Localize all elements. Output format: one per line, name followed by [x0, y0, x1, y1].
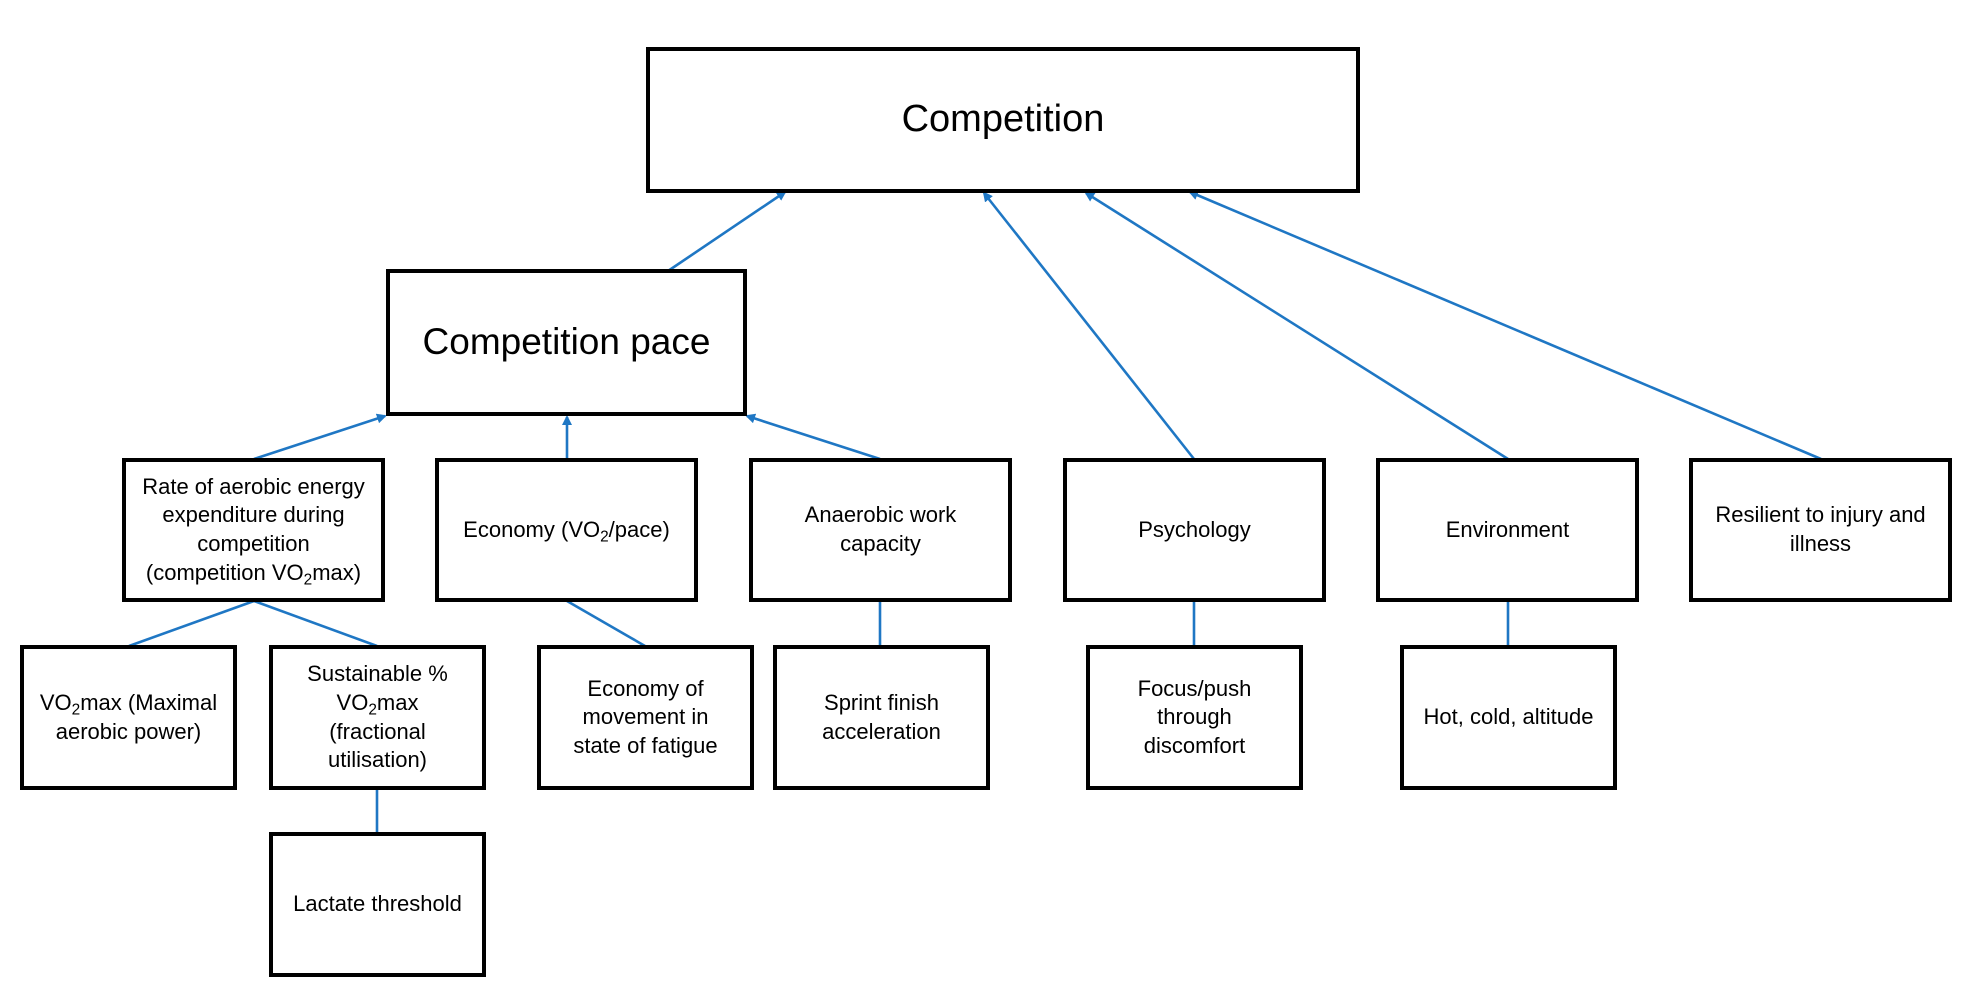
- sustainable-line-4: utilisation): [327, 747, 428, 773]
- economy-suffix: /pace): [608, 516, 670, 542]
- vo2max-line-1-suffix: max (Maximal: [80, 689, 218, 715]
- resilience-line-1: Resilient to injury and: [1715, 502, 1926, 528]
- vo2max-line-1-prefix: VO: [39, 689, 72, 715]
- anaerobic-line-2: capacity: [840, 531, 921, 556]
- aerobic-energy-label: Rate of aerobic energy expenditure durin…: [128, 473, 379, 589]
- sprint-line-2: acceleration: [822, 718, 941, 744]
- anaerobic-capacity-box: Anaerobic work capacity: [749, 458, 1012, 602]
- sustainable-line-2-subscript: 2: [368, 701, 377, 719]
- arrow-anaerobic-to-pace: [745, 413, 881, 461]
- aerobic-line-4-subscript: 2: [303, 571, 313, 589]
- economy-fatigue-line-1: Economy of: [587, 675, 704, 701]
- arrow-psychology-to-competition: [982, 191, 1196, 460]
- vo2max-label: VO2max (Maximal aerobic power): [34, 689, 223, 746]
- link-aerobic-to-vo2max: [128, 599, 255, 648]
- aerobic-line-4-prefix: (competition VO: [145, 559, 304, 585]
- vo2max-box: VO2max (Maximal aerobic power): [20, 645, 237, 790]
- aerobic-line-3: competition: [197, 531, 310, 556]
- environment-box: Environment: [1376, 458, 1639, 602]
- psychology-box: Psychology: [1063, 458, 1326, 602]
- focus-line-1: Focus/push: [1137, 675, 1252, 701]
- economy-fatigue-box: Economy of movement in state of fatigue: [537, 645, 754, 790]
- economy-subscript: 2: [600, 528, 609, 546]
- aerobic-energy-box: Rate of aerobic energy expenditure durin…: [122, 458, 385, 602]
- arrow-aerobic-to-pace: [253, 413, 387, 461]
- economy-fatigue-line-2: movement in: [582, 704, 709, 730]
- aerobic-line-4-suffix: max): [312, 559, 362, 585]
- competition-box: Competition: [646, 47, 1360, 193]
- sustainable-vo2max-box: Sustainable % VO2max (fractional utilisa…: [269, 645, 486, 790]
- aerobic-line-1: Rate of aerobic energy: [142, 473, 365, 499]
- economy-fatigue-line-3: state of fatigue: [573, 732, 718, 758]
- competition-label: Competition: [901, 98, 1105, 141]
- vo2max-line-1-subscript: 2: [71, 701, 81, 719]
- sprint-finish-label: Sprint finish acceleration: [816, 689, 947, 746]
- competition-pace-label: Competition pace: [422, 321, 711, 363]
- link-aerobic-to-sustainable: [253, 599, 378, 648]
- conditions-label: Hot, cold, altitude: [1423, 704, 1594, 730]
- vo2max-line-2: aerobic power): [55, 718, 202, 744]
- anaerobic-capacity-label: Anaerobic work capacity: [791, 501, 971, 558]
- economy-prefix: Economy (VO: [463, 516, 601, 542]
- arrow-environment-to-competition: [1084, 191, 1509, 461]
- psychology-label: Psychology: [1138, 516, 1251, 542]
- economy-box: Economy (VO2/pace): [435, 458, 698, 602]
- sustainable-line-2-prefix: VO: [336, 689, 369, 715]
- focus-line-3: discomfort: [1143, 732, 1246, 758]
- arrow-pace-to-competition: [667, 190, 787, 273]
- resilience-label: Resilient to injury and illness: [1701, 501, 1939, 558]
- lactate-threshold-label: Lactate threshold: [293, 891, 462, 917]
- sustainable-vo2max-label: Sustainable % VO2max (fractional utilisa…: [301, 660, 454, 774]
- economy-label: Economy (VO2/pace): [449, 516, 684, 545]
- environment-label: Environment: [1445, 516, 1570, 542]
- sustainable-line-1: Sustainable %: [307, 661, 448, 687]
- sustainable-line-2-suffix: max: [376, 689, 419, 715]
- focus-discomfort-box: Focus/push through discomfort: [1086, 645, 1303, 790]
- resilience-line-2: illness: [1789, 531, 1852, 556]
- aerobic-line-2: expenditure during: [162, 502, 345, 528]
- competition-pace-box: Competition pace: [386, 269, 747, 416]
- economy-fatigue-label: Economy of movement in state of fatigue: [567, 675, 723, 761]
- focus-line-2: through: [1157, 704, 1232, 730]
- anaerobic-line-1: Anaerobic work: [804, 502, 957, 528]
- lactate-threshold-box: Lactate threshold: [269, 832, 486, 977]
- sprint-finish-box: Sprint finish acceleration: [773, 645, 990, 790]
- link-economy-to-economy-fatigue: [566, 599, 646, 648]
- sprint-line-1: Sprint finish: [824, 689, 939, 715]
- conditions-box: Hot, cold, altitude: [1400, 645, 1617, 790]
- arrow-resilience-to-competition: [1188, 190, 1822, 461]
- sustainable-line-3: (fractional: [329, 718, 426, 744]
- focus-discomfort-label: Focus/push through discomfort: [1132, 675, 1258, 761]
- resilience-box: Resilient to injury and illness: [1689, 458, 1952, 602]
